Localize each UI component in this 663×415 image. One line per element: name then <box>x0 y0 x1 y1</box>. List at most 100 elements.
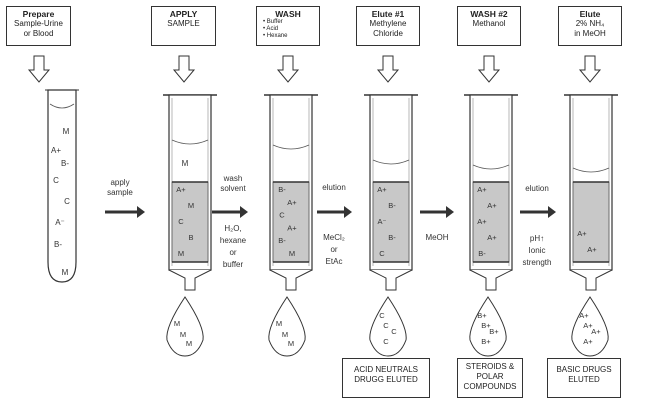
step-bullets: • Buffer• Acid• Hexane <box>259 19 317 40</box>
arrow-label: MeCl₂ <box>323 233 345 242</box>
drop-label: B+ <box>481 321 491 330</box>
result-line: POLAR <box>476 372 504 381</box>
tube-sample-label: B- <box>61 159 69 168</box>
step-line: Methylene <box>369 19 407 28</box>
column-liquid-meniscus <box>472 164 510 170</box>
drop-label: C <box>383 337 389 346</box>
step-title: WASH <box>275 9 301 19</box>
column-bed-label: A+ <box>287 223 297 232</box>
drop-label: A+ <box>583 321 593 330</box>
drop-label: M <box>282 330 288 339</box>
arrow-label: or <box>229 248 236 257</box>
column-bed-label: A+ <box>176 185 186 194</box>
eluate-drop <box>571 296 609 357</box>
column-sorbent-bed <box>572 181 610 263</box>
column-bed-label: M <box>188 201 194 210</box>
process-arrow-head-icon <box>137 206 145 218</box>
drop-label: M <box>174 319 180 328</box>
column-tip <box>569 269 613 291</box>
drop-label: B+ <box>489 327 499 336</box>
process-arrow-head-icon <box>548 206 556 218</box>
column-bed-label: B- <box>278 185 286 194</box>
drop-label: B+ <box>477 311 487 320</box>
step-line: Sample-Urine <box>14 19 63 28</box>
step-title: Prepare <box>22 9 55 19</box>
down-arrow-icon <box>172 55 196 83</box>
step-line: or Blood <box>23 29 54 38</box>
column-bed-label: C <box>379 249 385 258</box>
column-bed-label: M <box>289 249 295 258</box>
drop-label: M <box>288 339 294 348</box>
down-arrow-icon <box>376 55 400 83</box>
step-title: Elute <box>579 9 601 19</box>
column-bed-label: M <box>178 249 184 258</box>
drop-label: A+ <box>583 337 593 346</box>
column-bed-label: B- <box>388 201 396 210</box>
drop-label: A+ <box>579 311 589 320</box>
column-tip <box>469 269 513 291</box>
arrow-label: strength <box>523 258 552 267</box>
drop-label: M <box>276 319 282 328</box>
result-line: COMPOUNDS <box>463 382 517 391</box>
test-tube <box>47 89 77 283</box>
drop-label: C <box>391 327 397 336</box>
column-liquid-meniscus <box>171 139 209 145</box>
tube-sample-label: M <box>63 127 70 136</box>
drop-label: C <box>383 321 389 330</box>
process-arrow-head-icon <box>240 206 248 218</box>
column-liquid-meniscus <box>272 144 310 150</box>
column-bed-label: A+ <box>577 229 587 238</box>
eluate-drop <box>469 296 507 357</box>
drop-label: B+ <box>481 337 491 346</box>
step-box-3: WASH• Buffer• Acid• Hexane <box>256 6 320 46</box>
down-arrow-icon <box>27 55 51 83</box>
column-bed-label: A+ <box>287 198 297 207</box>
step-line: SAMPLE <box>167 19 200 28</box>
arrow-label: MeOH <box>425 233 448 242</box>
column-bed-label: B- <box>388 233 396 242</box>
tube-sample-label: C <box>53 176 59 185</box>
column-sorbent-bed <box>272 181 310 263</box>
tube-meniscus <box>49 103 75 109</box>
step-bullet: • Acid <box>263 26 279 32</box>
arrow-label: buffer <box>223 260 244 269</box>
column-bed-label: B- <box>478 249 486 258</box>
result-line: BASIC DRUGS <box>556 365 612 374</box>
tube-sample-label: B- <box>54 240 62 249</box>
drop-label: M <box>186 339 192 348</box>
column-sorbent-bed <box>472 181 510 263</box>
step-line: in MeOH <box>574 29 606 38</box>
tube-sample-label: M <box>62 268 69 277</box>
column-bed-label: A+ <box>587 245 597 254</box>
eluate-drop <box>166 296 204 357</box>
arrow-label: hexane <box>220 236 247 245</box>
column-bed-label: B- <box>278 236 286 245</box>
column-bed-label: B <box>188 233 193 242</box>
step-bullet: • Buffer <box>263 19 283 25</box>
arrow-label: Ionic <box>529 246 546 255</box>
tube-sample-label: C <box>64 197 70 206</box>
column-bed-label: A+ <box>477 217 487 226</box>
column-tip <box>168 269 212 291</box>
process-arrow-head-icon <box>344 206 352 218</box>
arrow-label: elution <box>525 184 549 193</box>
column-liquid-meniscus <box>572 167 610 173</box>
step-line: 2% NH₄ <box>575 19 605 28</box>
step-line: Methanol <box>472 19 506 28</box>
arrow-label: pH↑ <box>530 234 544 243</box>
arrow-label: EtAc <box>326 257 343 266</box>
eluate-drop <box>268 296 306 357</box>
column-tip <box>269 269 313 291</box>
arrow-label: apply <box>110 178 129 187</box>
drop-label: C <box>379 311 385 320</box>
column-sorbent-bed <box>372 181 410 263</box>
step-line: Chloride <box>373 29 403 38</box>
